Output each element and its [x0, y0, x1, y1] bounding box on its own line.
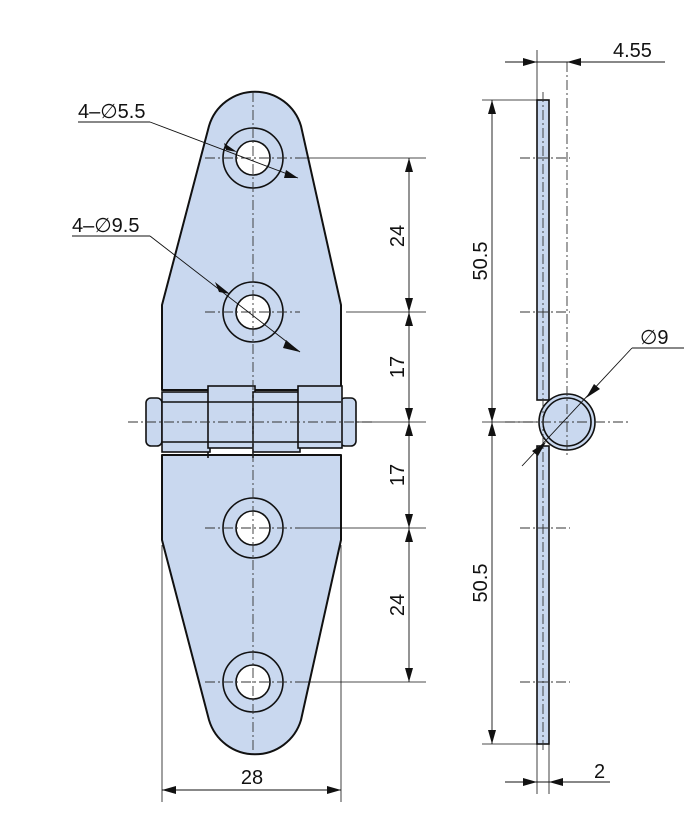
label-width: 28 [241, 767, 263, 789]
label-thickness: 2 [594, 761, 605, 783]
hole-1 [222, 127, 284, 189]
knuckle-2 [207, 385, 256, 449]
label-leaf-length-bottom: 50.5 [470, 564, 492, 603]
dim-chain-vertical [300, 157, 426, 683]
dim-thickness [505, 744, 610, 794]
label-hole-spacing-bottom: 24 [387, 594, 409, 616]
dim-knuckle-diameter [521, 347, 684, 467]
label-pin-offset: 4.55 [613, 40, 652, 62]
label-leaf-length-top: 50.5 [470, 242, 492, 281]
upper-leaf [161, 90, 342, 391]
label-hole-spacing-top: 24 [387, 225, 409, 247]
label-hole-cbore: 4–∅9.5 [72, 215, 139, 237]
side-view [505, 62, 628, 752]
label-hole-to-pin-bottom: 17 [387, 464, 409, 486]
label-hole-to-pin-top: 17 [387, 356, 409, 378]
label-knuckle-diameter: ∅9 [640, 327, 669, 349]
front-centerlines [128, 92, 375, 752]
front-view [128, 90, 375, 756]
dim-width [161, 545, 342, 802]
dim-hole-small [78, 121, 299, 179]
label-hole-small: 4–∅5.5 [78, 101, 145, 123]
lower-leaf [161, 454, 342, 756]
dim-hole-cbore [72, 235, 301, 353]
knuckle-4 [297, 385, 343, 449]
dim-pin-offset [505, 50, 665, 100]
dim-side-lengths [482, 99, 537, 745]
